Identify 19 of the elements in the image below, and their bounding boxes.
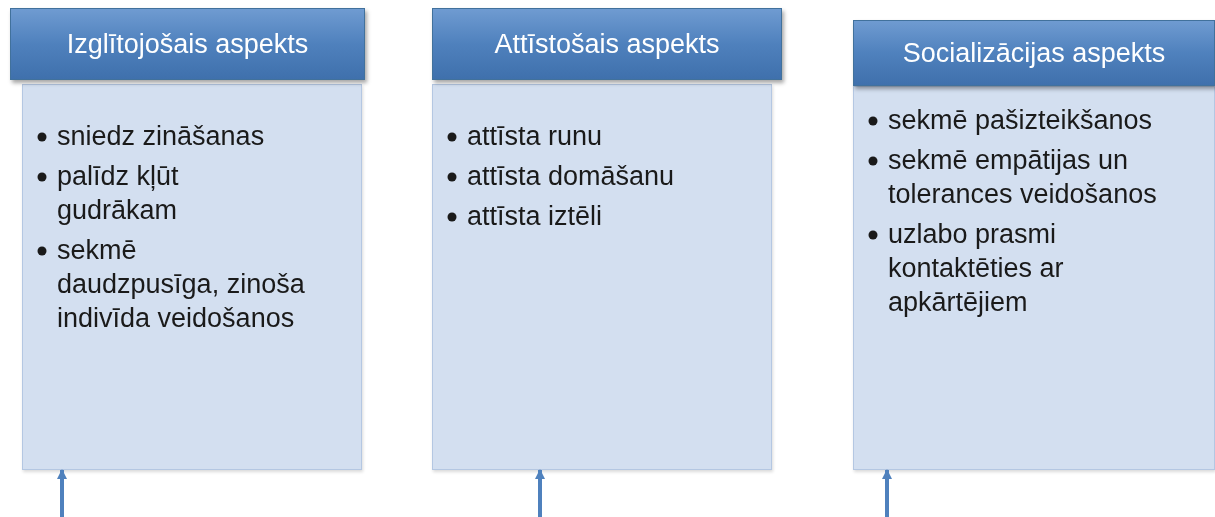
arrow bbox=[882, 469, 892, 517]
header-text: Attīstošais aspekts bbox=[494, 28, 720, 60]
bullet-text: sekmē pašizteikšanos bbox=[888, 104, 1153, 137]
header-text: Socializācijas aspekts bbox=[902, 37, 1166, 69]
header-box bbox=[853, 20, 1215, 86]
bullet-text: uzlabo prasmi kontaktēties ar apkārtējiem bbox=[888, 218, 1065, 319]
arrow bbox=[57, 469, 67, 517]
content-panel bbox=[432, 84, 772, 470]
bullet-text: attīsta runu bbox=[467, 120, 603, 153]
bullet-text: sniedz zināšanas bbox=[57, 120, 265, 153]
header-text: Izglītojošais aspekts bbox=[66, 28, 309, 60]
content-panel bbox=[22, 84, 362, 470]
bullet-text: attīsta domāšanu bbox=[467, 160, 675, 193]
content-panel bbox=[853, 86, 1215, 470]
header-box bbox=[432, 8, 782, 80]
bullet-text: attīsta iztēli bbox=[467, 200, 603, 233]
header-box bbox=[10, 8, 365, 80]
bullet-text: sekmē daudzpusīga, zinoša indivīda veidošanos bbox=[57, 234, 305, 335]
arrow bbox=[535, 469, 545, 517]
